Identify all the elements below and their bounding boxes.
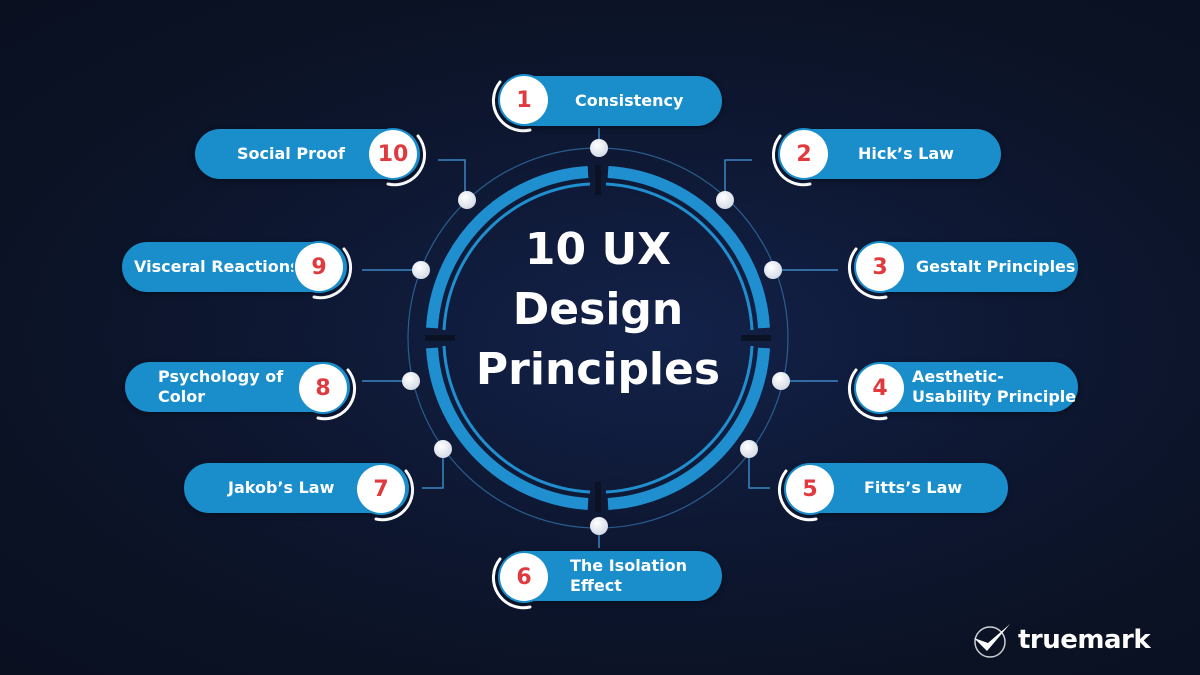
- connector-dots: [402, 139, 790, 535]
- principle-10-label: Social Proof: [237, 144, 345, 163]
- principle-3-number-badge: 3: [856, 243, 904, 291]
- title-line-3: Principles: [475, 344, 721, 395]
- title-line-2: Design: [512, 284, 684, 335]
- principle-7-number-badge: 7: [357, 465, 405, 513]
- principle-8-number-badge: 8: [299, 364, 347, 412]
- principle-3-label: Gestalt Principles: [916, 257, 1076, 276]
- connector-lines: [362, 128, 838, 548]
- principle-7-label: Jakob’s Law: [228, 478, 335, 497]
- inner-ring: [442, 182, 754, 494]
- principle-2-label: Hick’s Law: [858, 144, 954, 163]
- principle-8-label-line-2: Color: [158, 387, 206, 406]
- principle-6-label: The Isolation Effect: [570, 556, 687, 596]
- principle-1-number-badge: 1: [500, 76, 548, 124]
- principle-6-label-line-1: The Isolation: [570, 556, 687, 575]
- logo-text: truemark: [1018, 625, 1151, 655]
- principle-9-label: Visceral Reactions: [134, 257, 300, 276]
- principle-8-label: Psychology of Color: [158, 367, 283, 407]
- principle-2-number-badge: 2: [780, 130, 828, 178]
- ring-gaps: [425, 165, 771, 512]
- principle-8-label-line-1: Psychology of: [158, 367, 284, 386]
- principle-4-label-line-1: Aesthetic-: [912, 367, 1004, 386]
- principle-1-label: Consistency: [575, 91, 684, 110]
- principle-10-number-badge: 10: [369, 130, 417, 178]
- principle-4-number-badge: 4: [856, 364, 904, 412]
- principle-6-label-line-2: Effect: [570, 576, 622, 595]
- principle-5-label: Fitts’s Law: [864, 478, 963, 497]
- principle-6-number-badge: 6: [500, 553, 548, 601]
- outer-ring: [426, 166, 770, 510]
- title-line-1: 10 UX: [524, 224, 672, 275]
- principle-5-number-badge: 5: [786, 465, 834, 513]
- principle-4-label-line-2: Usability Principle: [912, 387, 1077, 406]
- principle-9-number-badge: 9: [295, 243, 343, 291]
- principle-4-label: Aesthetic- Usability Principle: [912, 367, 1076, 407]
- truemark-logo: truemark: [970, 618, 1151, 662]
- diagram-title: 10 UX Design Principles: [448, 220, 748, 400]
- badge-arcs: [312, 80, 888, 610]
- checkmark-circle-icon: [974, 624, 1010, 658]
